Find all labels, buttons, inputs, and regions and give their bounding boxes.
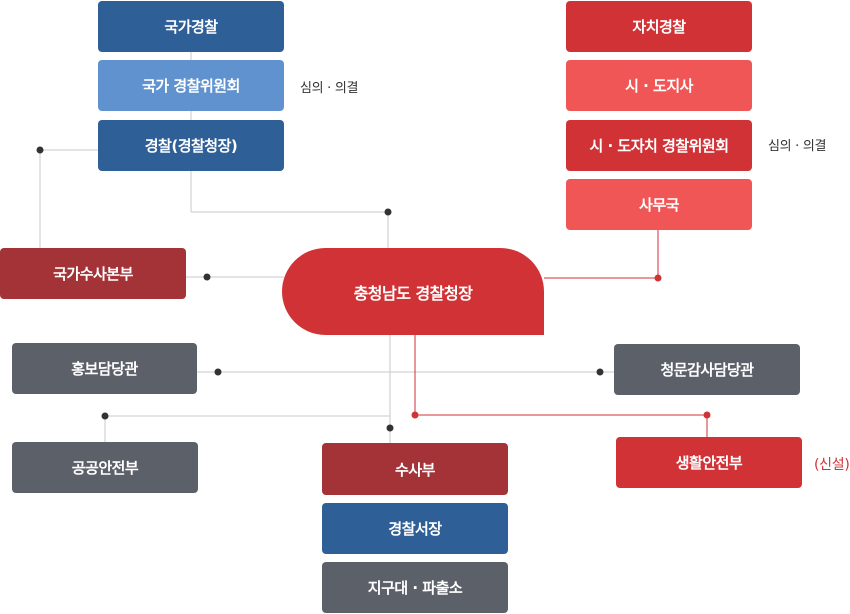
public-safety-box: 공공안전부: [12, 442, 198, 493]
secretariat-label: 사무국: [639, 196, 679, 214]
investigation-box: 수사부: [322, 443, 508, 495]
audit-officer-box: 청문감사담당관: [614, 344, 800, 395]
autonomous-commission-label: 시 · 도자치 경찰위원회: [589, 137, 729, 155]
life-safety-box: 생활안전부: [616, 437, 802, 488]
substation-box: 지구대 · 파출소: [322, 562, 508, 613]
autonomous-commission-note: 심의 · 의결: [768, 139, 827, 154]
national-police-label: 국가경찰: [164, 18, 218, 36]
governor-label: 시 · 도지사: [625, 77, 693, 95]
autonomous-commission-box: 시 · 도자치 경찰위원회: [566, 120, 752, 171]
national-commission-label: 국가 경찰위원회: [142, 77, 240, 95]
substation-label: 지구대 · 파출소: [367, 579, 463, 597]
secretariat-box: 사무국: [566, 179, 752, 230]
pr-officer-box: 홍보담당관: [12, 343, 197, 394]
provincial-police-chief-label: 충청남도 경찰청장: [353, 283, 473, 303]
autonomous-police-label: 자치경찰: [632, 18, 686, 36]
red-connector-dot: [703, 411, 711, 419]
autonomous-police-box: 자치경찰: [566, 1, 752, 52]
national-chief-box: 경찰(경찰청장): [98, 120, 284, 171]
connector-dot: [386, 424, 394, 432]
connector-dot: [384, 208, 392, 216]
national-police-box: 국가경찰: [98, 1, 284, 52]
connector-dot: [203, 273, 211, 281]
provincial-police-chief: 충청남도 경찰청장: [282, 248, 544, 335]
audit-officer-label: 청문감사담당관: [660, 361, 754, 379]
national-investigation-label: 국가수사본부: [53, 265, 133, 283]
national-chief-label: 경찰(경찰청장): [144, 137, 238, 155]
public-safety-label: 공공안전부: [71, 459, 139, 477]
red-connector-dot: [411, 411, 419, 419]
connector-dot: [101, 412, 109, 420]
national-investigation-box: 국가수사본부: [0, 248, 186, 299]
national-commission-note: 심의 · 의결: [300, 81, 359, 96]
station-chief-label: 경찰서장: [388, 520, 442, 538]
connector-dot: [596, 368, 604, 376]
life-safety-label: 생활안전부: [675, 454, 743, 472]
life-safety-new-note: (신설): [814, 457, 850, 473]
investigation-label: 수사부: [395, 460, 435, 479]
pr-officer-label: 홍보담당관: [71, 360, 138, 378]
connector-dot: [36, 146, 44, 154]
national-commission-box: 국가 경찰위원회: [98, 60, 284, 111]
station-chief-box: 경찰서장: [322, 503, 508, 554]
connector-dot: [214, 368, 222, 376]
governor-box: 시 · 도지사: [566, 60, 752, 111]
red-connector-dot: [654, 274, 662, 282]
